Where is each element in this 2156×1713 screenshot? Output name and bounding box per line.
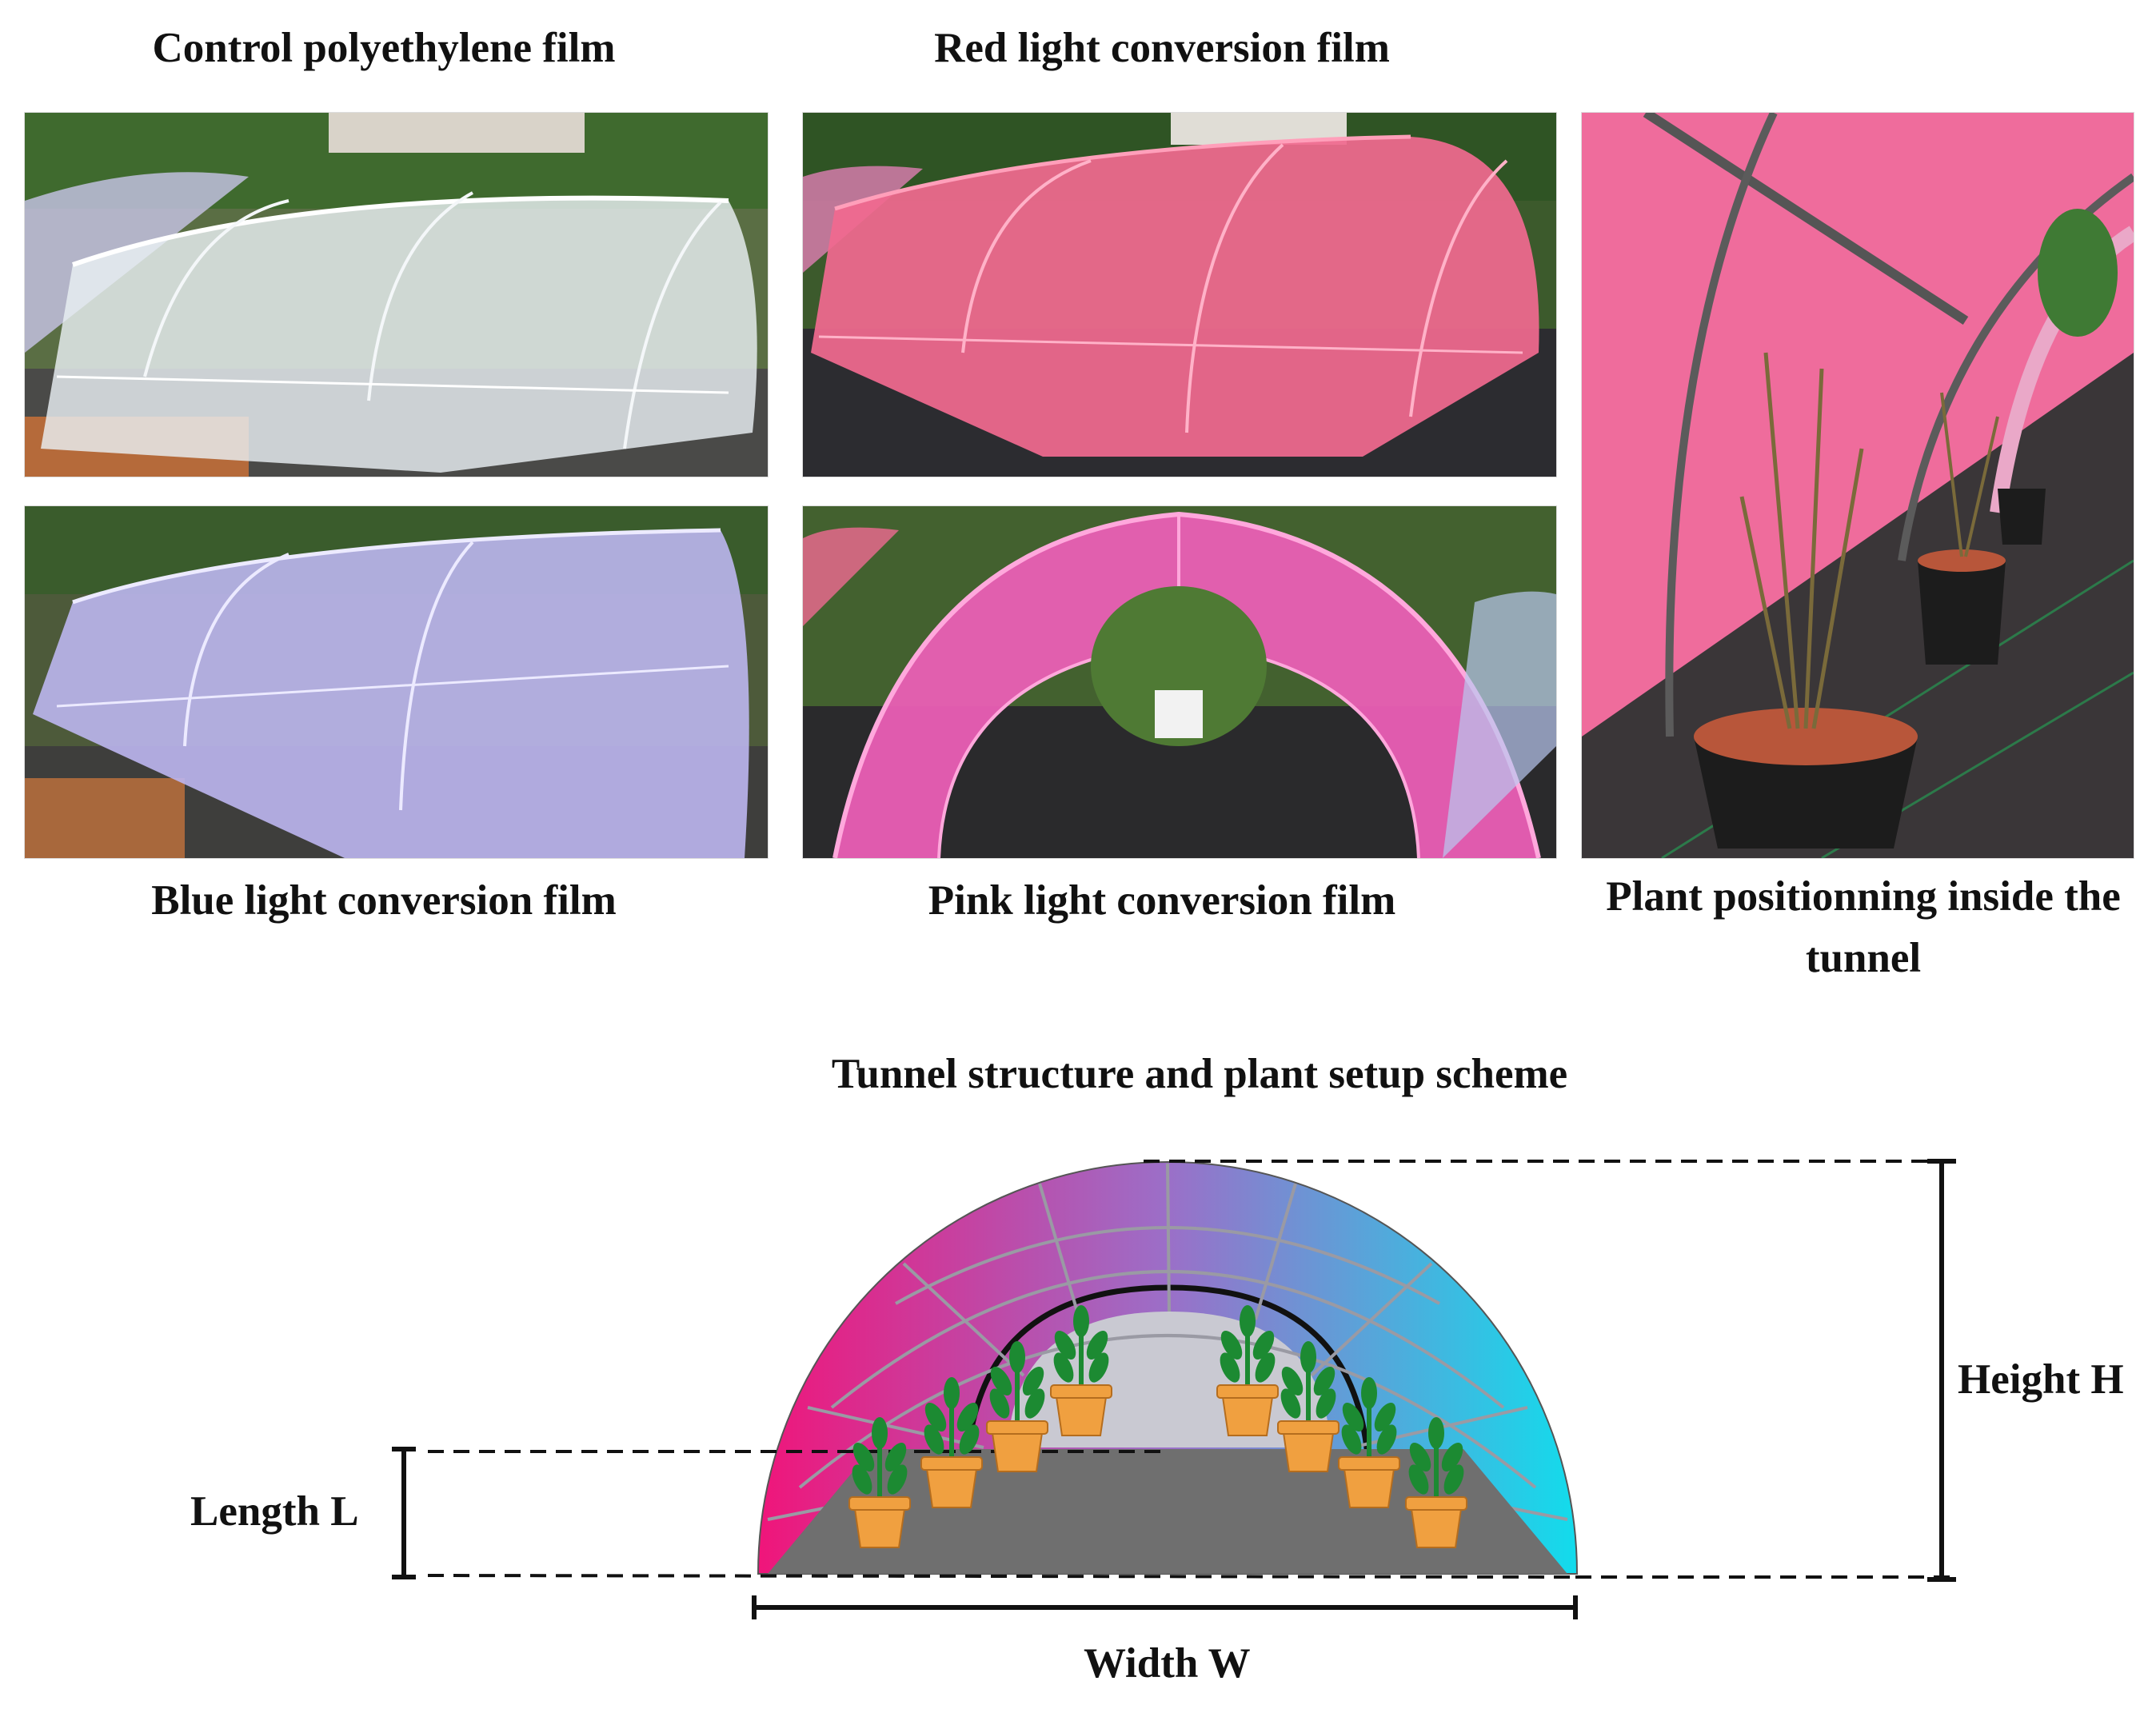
scheme-title: Tunnel structure and plant setup scheme <box>831 1051 1568 1097</box>
width-bracket <box>752 1595 1578 1619</box>
photo-control-film <box>24 112 769 477</box>
photo-pink-film <box>802 505 1557 859</box>
length-label: Length L <box>190 1488 359 1535</box>
photo-plant-positioning <box>1581 112 2134 859</box>
potted-plant <box>1216 1305 1279 1436</box>
photo-blue-film <box>24 505 769 859</box>
caption-control-film: Control polyethylene film <box>152 25 616 71</box>
caption-pink-film: Pink light conversion film <box>928 877 1396 924</box>
length-dashed-bottom <box>427 1574 1576 1579</box>
plant-group <box>848 1305 1467 1548</box>
height-label: Height H <box>1958 1356 2124 1403</box>
potted-plant <box>1277 1341 1340 1472</box>
height-bracket <box>1927 1159 1956 1582</box>
length-bracket <box>392 1447 416 1579</box>
potted-plant <box>986 1341 1048 1472</box>
potted-plant <box>920 1377 983 1508</box>
caption-blue-film: Blue light conversion film <box>151 877 617 924</box>
potted-plant <box>1050 1305 1112 1436</box>
caption-red-film: Red light conversion film <box>934 25 1390 71</box>
width-label: Width W <box>1084 1640 1251 1687</box>
potted-plant <box>848 1417 911 1548</box>
caption-plant-positioning: Plant positionning inside the tunnel <box>1606 873 2121 981</box>
photo-red-film <box>802 112 1557 477</box>
potted-plant <box>1405 1417 1467 1548</box>
tunnel-scheme-diagram <box>392 1159 1956 1619</box>
potted-plant <box>1338 1377 1400 1508</box>
tunnel-frame-lines <box>767 1163 1568 1521</box>
